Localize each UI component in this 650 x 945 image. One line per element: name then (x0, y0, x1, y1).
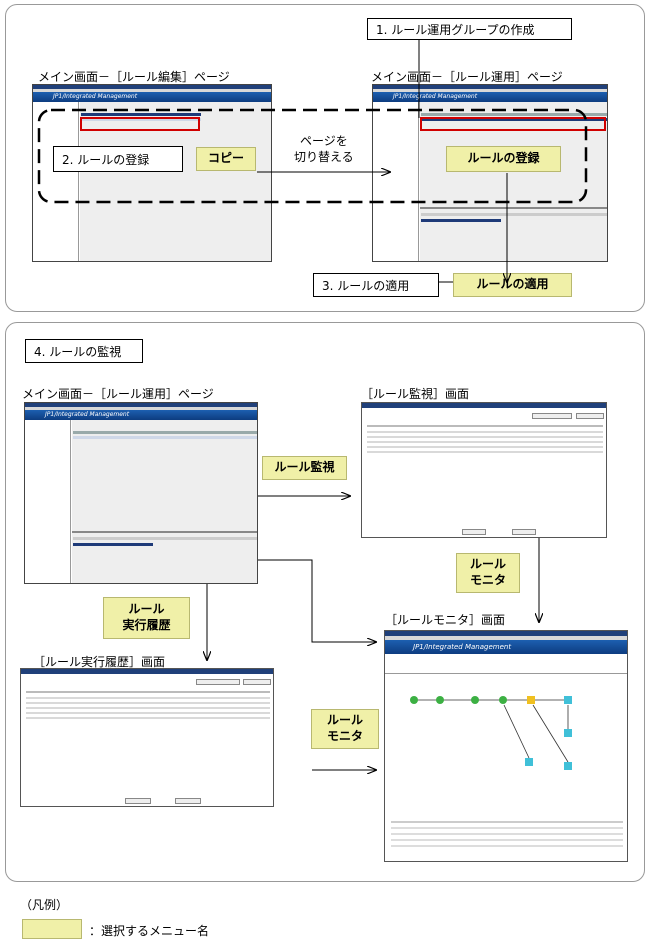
app-header-text: JP1/Integrated Management (45, 411, 130, 418)
step-3-apply-rule: 3. ルールの適用 (313, 273, 439, 297)
highlight-rule-left (80, 117, 200, 131)
highlight-rule-right (420, 117, 606, 131)
rule-monitor-flow-window: JP1/Integrated Management (384, 630, 628, 862)
menu-copy: コピー (196, 147, 256, 171)
switch-page-label: ページを 切り替える (294, 134, 354, 164)
step-4-monitor-rule: 4. ルールの監視 (25, 339, 143, 363)
main-op-page-label-2: メイン画面－［ルール運用］ページ (22, 387, 214, 401)
menu-apply-rule: ルールの適用 (453, 273, 572, 297)
app-header-text: JP1/Integrated Management (413, 643, 512, 651)
main-op-screen: JP1/Integrated Management (372, 84, 608, 262)
app-header-text: JP1/Integrated Management (393, 93, 478, 100)
legend-item-label: ：選択するメニュー名 (89, 924, 210, 938)
rule-history-window (20, 668, 274, 807)
menu-rule-monitor-2: ルール モニタ (456, 553, 520, 593)
dashed-region (37, 108, 588, 204)
main-to-flow-arrow (258, 559, 376, 642)
legend-swatch (22, 919, 82, 939)
step-1-create-group: 1. ルール運用グループの作成 (367, 18, 572, 40)
legend-title: （凡例） (20, 898, 69, 912)
main-op-screen-2: JP1/Integrated Management (24, 402, 258, 584)
menu-rule-monitor-3: ルール モニタ (311, 709, 379, 749)
main-edit-page-label: メイン画面－［ルール編集］ページ (38, 70, 230, 84)
menu-rule-history: ルール 実行履歴 (103, 597, 190, 639)
menu-register-rule: ルールの登録 (446, 146, 561, 172)
app-header-text: JP1/Integrated Management (53, 93, 138, 100)
rule-monitor-screen-label: ［ルールモニタ］画面 (385, 613, 506, 627)
main-edit-screen: JP1/Integrated Management (32, 84, 272, 262)
monitor-screen-label: ［ルール監視］画面 (361, 387, 470, 401)
rule-monitor-window (361, 402, 607, 538)
menu-rule-monitor-1: ルール監視 (262, 456, 347, 480)
step-2-register-rule: 2. ルールの登録 (53, 146, 183, 172)
history-screen-label: ［ルール実行履歴］画面 (33, 655, 166, 669)
flow-graph (410, 696, 572, 770)
